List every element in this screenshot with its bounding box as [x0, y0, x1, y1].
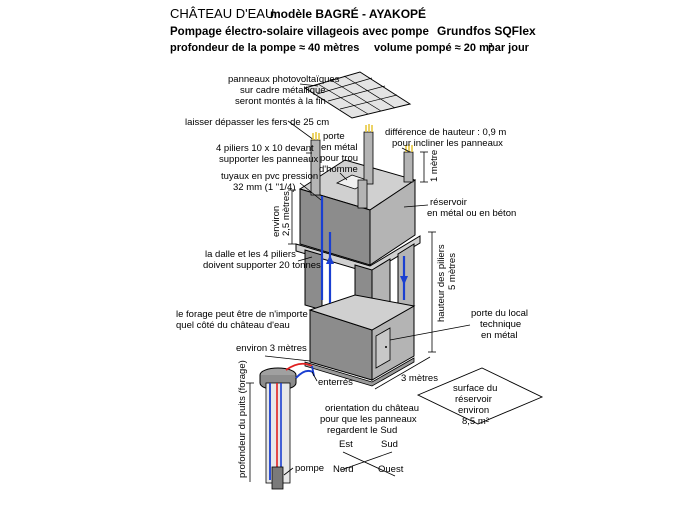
- title-line3c: par jour: [488, 42, 530, 54]
- svg-text:en métal: en métal: [321, 142, 357, 153]
- label-slab: la dalle et les 4 piliers doivent suppor…: [203, 249, 321, 271]
- svg-text:différence de hauteur : 0,9 m: différence de hauteur : 0,9 m: [385, 127, 506, 138]
- label-height-diff: différence de hauteur : 0,9 m pour incli…: [385, 127, 506, 149]
- pillar-small-3: [403, 151, 414, 183]
- title-line1b: modèle BAGRÉ - AYAKOPÉ: [270, 6, 426, 21]
- svg-text:32 mm (1 "1/4): 32 mm (1 "1/4): [233, 182, 296, 193]
- label-buried: enterrés: [318, 377, 353, 388]
- svg-text:sur cadre métallique: sur cadre métallique: [240, 85, 326, 96]
- svg-text:Est: Est: [339, 439, 353, 450]
- label-three-m: 3 mètres: [401, 373, 438, 384]
- label-pillar-height: hauteur des piliers 5 mètres: [436, 244, 458, 322]
- borehole: [259, 367, 297, 490]
- label-door-top: porte en métal pour trou d'homme: [319, 131, 358, 175]
- svg-text:en métal: en métal: [481, 330, 517, 341]
- svg-text:en métal ou en béton: en métal ou en béton: [427, 208, 516, 219]
- tech-room-top: [308, 294, 416, 331]
- svg-text:hauteur des piliers: hauteur des piliers: [436, 244, 447, 322]
- rebar-tips: [312, 124, 413, 152]
- svg-text:le forage peut être de n'impor: le forage peut être de n'importe: [176, 309, 308, 320]
- svg-text:panneaux photovoltaïques: panneaux photovoltaïques: [228, 74, 340, 85]
- svg-text:environ: environ: [271, 206, 282, 237]
- title-line3b: volume pompé ≈ 20 m³: [374, 42, 493, 54]
- label-panels: panneaux photovoltaïques sur cadre métal…: [228, 74, 340, 107]
- label-four-pillars: 4 piliers 10 x 10 devant supporter les p…: [216, 143, 319, 165]
- svg-text:réservoir: réservoir: [455, 394, 492, 405]
- svg-text:quel côté du château d'eau: quel côté du château d'eau: [176, 320, 290, 331]
- label-approx-25: environ 2,5 mètres: [271, 191, 292, 237]
- svg-text:pour que les panneaux: pour que les panneaux: [320, 414, 417, 425]
- label-well-depth: profondeur du puits (forage): [237, 360, 248, 478]
- svg-text:2,5 mètres: 2,5 mètres: [281, 191, 292, 236]
- svg-text:Nord: Nord: [333, 464, 354, 475]
- title-line1a: CHÂTEAU D'EAU: [170, 6, 274, 21]
- svg-text:porte du local: porte du local: [471, 308, 528, 319]
- reservoir-side: [369, 179, 416, 266]
- compass: Est Sud Nord Ouest: [333, 439, 404, 477]
- svg-text:doivent supporter 20 tonnes: doivent supporter 20 tonnes: [203, 260, 321, 271]
- svg-text:regardent le Sud: regardent le Sud: [327, 425, 397, 436]
- pillar-front-left: [304, 249, 323, 311]
- title-line2a: Pompage électro-solaire villageois avec …: [170, 26, 429, 38]
- tech-door: [375, 327, 391, 369]
- water-tower: [295, 124, 421, 387]
- svg-text:pour trou: pour trou: [320, 153, 358, 164]
- pillar-small-2: [363, 131, 374, 185]
- title-line2b: Grundfos SQFlex: [437, 24, 536, 38]
- svg-text:tuyaux en pvc pression: tuyaux en pvc pression: [221, 171, 318, 182]
- svg-text:d'homme: d'homme: [319, 164, 358, 175]
- svg-text:Ouest: Ouest: [378, 464, 404, 475]
- pump-body: [271, 466, 284, 490]
- svg-text:environ: environ: [458, 405, 489, 416]
- svg-text:Sud: Sud: [381, 439, 398, 450]
- label-rebar: laisser dépasser les fers de 25 cm: [185, 117, 329, 128]
- label-one-metre: 1 mètre: [429, 150, 440, 182]
- label-pump: pompe: [295, 463, 324, 474]
- title-line3a: profondeur de la pompe ≈ 40 mètres: [170, 42, 359, 54]
- pillar-small-4: [357, 179, 368, 209]
- label-surface: surface du réservoir environ 8,5 m²: [453, 383, 497, 427]
- svg-text:8,5 m²: 8,5 m²: [462, 416, 489, 427]
- svg-text:la dalle et les 4 piliers: la dalle et les 4 piliers: [205, 249, 296, 260]
- label-borehole-side: le forage peut être de n'importe quel cô…: [176, 309, 308, 331]
- tower-base: [304, 357, 415, 387]
- label-reservoir: réservoir en métal ou en béton: [427, 197, 516, 219]
- svg-text:réservoir: réservoir: [430, 197, 467, 208]
- label-pipes: tuyaux en pvc pression 32 mm (1 "1/4): [221, 171, 318, 193]
- svg-text:surface du: surface du: [453, 383, 497, 394]
- svg-text:seront montés à la fin: seront montés à la fin: [235, 96, 326, 107]
- svg-text:orientation du château: orientation du château: [325, 403, 419, 414]
- svg-text:5 mètres: 5 mètres: [447, 253, 458, 290]
- svg-text:porte: porte: [323, 131, 345, 142]
- label-tech-door: porte du local technique en métal: [471, 308, 528, 341]
- surface-diamond: [416, 367, 544, 425]
- solar-panel: [303, 71, 412, 119]
- svg-text:pour incliner les panneaux: pour incliner les panneaux: [392, 138, 503, 149]
- svg-text:4 piliers 10 x 10 devant: 4 piliers 10 x 10 devant: [216, 143, 314, 154]
- label-orientation: orientation du château pour que les pann…: [320, 403, 419, 436]
- svg-text:technique: technique: [480, 319, 521, 330]
- svg-text:supporter les panneaux: supporter les panneaux: [219, 154, 319, 165]
- label-approx-3m: environ 3 mètres: [236, 343, 307, 354]
